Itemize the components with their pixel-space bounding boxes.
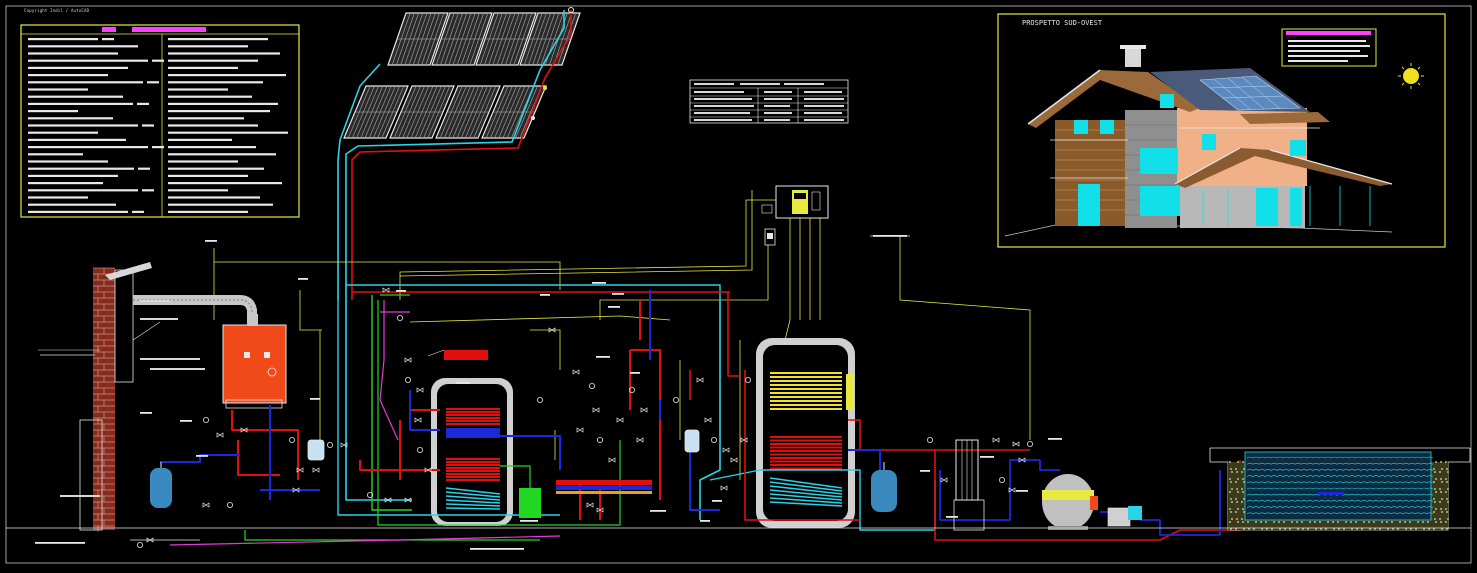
annotation-labels xyxy=(35,235,1062,550)
sand-filter-icon xyxy=(1042,474,1098,530)
solar-collector xyxy=(435,85,501,139)
solar-collector xyxy=(475,12,537,66)
storage-tank-2 xyxy=(756,338,855,528)
electrical-table xyxy=(689,79,849,124)
solar-collector xyxy=(431,12,493,66)
solar-collector xyxy=(389,85,455,139)
sun-icon xyxy=(1398,63,1424,89)
sheet-border xyxy=(5,5,1472,564)
brick-chimney-wall xyxy=(38,262,257,532)
swimming-pool xyxy=(1209,447,1471,531)
main-piping xyxy=(130,284,1241,546)
valve-icon xyxy=(136,287,1034,549)
plate-heat-exchanger xyxy=(953,439,985,531)
solar-collector xyxy=(343,85,409,139)
expansion-vessel-icon xyxy=(150,429,897,518)
facade-title: PROSPETTO SUD-OVEST xyxy=(1022,19,1103,27)
house-elevation xyxy=(1004,45,1393,237)
wall-boiler xyxy=(222,314,287,409)
roof-solar-panels xyxy=(1199,75,1301,111)
pump-icon xyxy=(1107,506,1142,527)
facade-elevation-panel: PROSPETTO SUD-OVEST xyxy=(997,13,1446,248)
copyright-note: Copyright Indil / AutoCAD xyxy=(24,8,90,13)
control-unit-icon xyxy=(761,185,829,246)
legend-panel xyxy=(20,24,300,218)
electrical-wiring xyxy=(213,190,1031,480)
solar-collector xyxy=(519,12,581,66)
storage-tank-1 xyxy=(431,378,513,526)
legend-entries xyxy=(28,38,288,213)
solar-collector-array xyxy=(337,7,581,300)
solar-collector xyxy=(387,12,449,66)
